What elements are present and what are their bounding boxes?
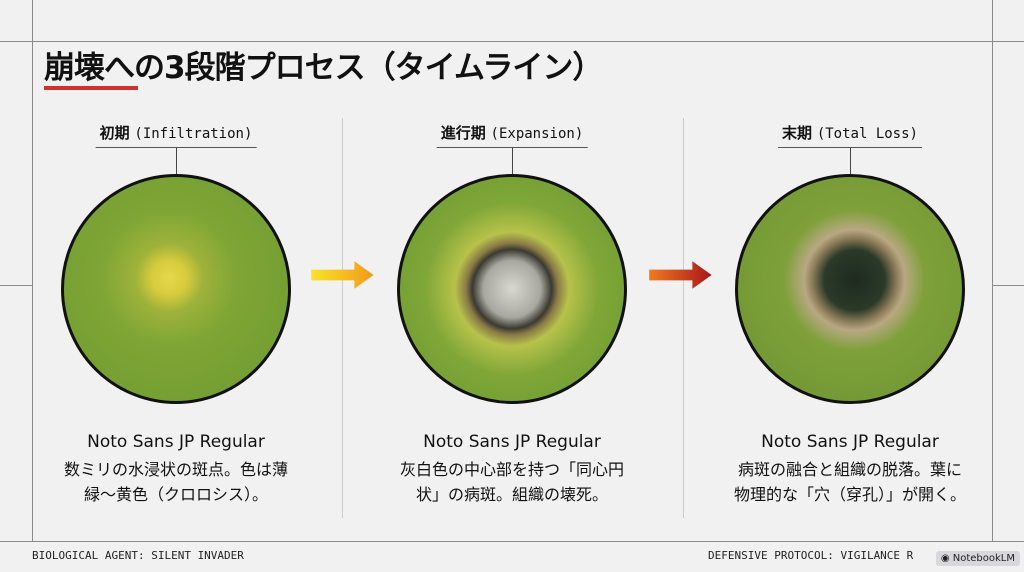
stage-label: 初期 (Infiltration): [95, 122, 257, 148]
frame-line-bottom: [0, 541, 1024, 542]
connector: [512, 148, 513, 174]
footer-left: BIOLOGICAL AGENT: SILENT INVADER: [32, 549, 244, 562]
stage-label: 進行期 (Expansion): [436, 122, 588, 148]
guide-line: [992, 285, 1024, 286]
frame-line-right: [992, 0, 993, 541]
page-title: 崩壊への3段階プロセス（タイムライン）: [44, 50, 603, 86]
connector: [176, 148, 177, 174]
guide-line: [0, 285, 32, 286]
frame-line-left: [32, 0, 33, 541]
leaf-image-total-loss: [735, 174, 965, 404]
footer-right: DEFENSIVE PROTOCOL: VIGILANCE R: [708, 549, 914, 562]
leaf-image-expansion: [397, 174, 627, 404]
stage-label: 末期 (Total Loss): [778, 122, 922, 148]
column-divider: [683, 118, 684, 518]
connector: [850, 148, 851, 174]
notebooklm-badge: ◉ NotebookLM: [935, 551, 1020, 566]
title-underline: [44, 86, 138, 90]
arrow-right-icon: [649, 261, 712, 289]
frame-line-top: [0, 41, 1024, 42]
arrow-right-icon: [311, 261, 374, 289]
leaf-image-initial: [61, 174, 291, 404]
column-divider: [342, 118, 343, 518]
